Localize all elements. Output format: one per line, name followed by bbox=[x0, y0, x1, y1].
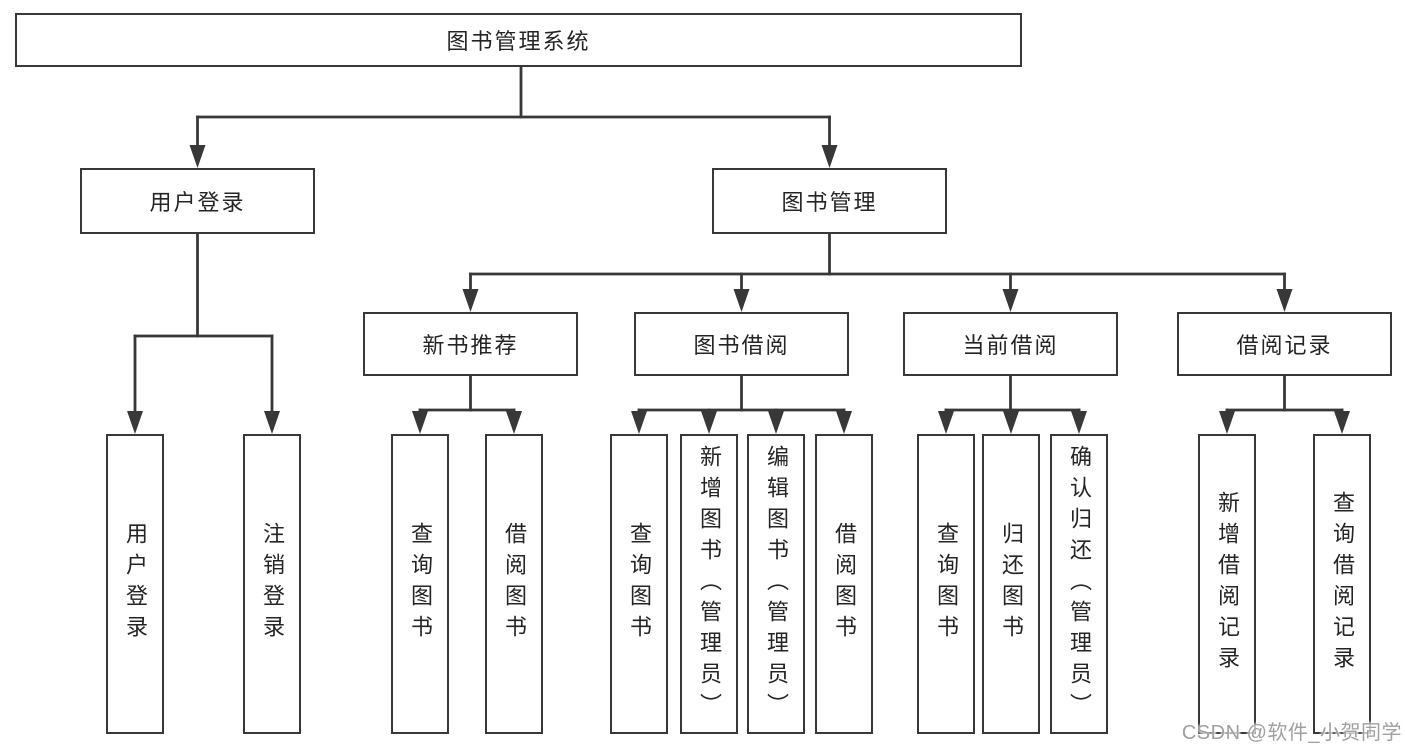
node-leaf-edit-book-admin: 编辑图书（管理员） bbox=[747, 434, 805, 734]
node-leaf-user-login-label: 用户登录 bbox=[123, 522, 148, 646]
node-leaf-return-books-label: 归还图书 bbox=[999, 522, 1024, 646]
node-leaf-logout-label: 注销登录 bbox=[260, 522, 285, 646]
node-leaf-query-books-current: 查询图书 bbox=[917, 434, 975, 734]
node-leaf-borrow-books-borrow-label: 借阅图书 bbox=[832, 522, 857, 646]
node-leaf-query-borrow-record-label: 查询借阅记录 bbox=[1330, 491, 1355, 677]
node-root-label: 图书管理系统 bbox=[446, 29, 591, 54]
node-leaf-query-books-borrow-label: 查询图书 bbox=[627, 522, 652, 646]
node-leaf-logout: 注销登录 bbox=[243, 434, 301, 734]
node-leaf-user-login: 用户登录 bbox=[106, 434, 164, 734]
watermark: CSDN @软件_小贺同学 bbox=[1181, 722, 1402, 744]
node-leaf-confirm-return-admin-label: 确认归还（管理员） bbox=[1067, 444, 1092, 724]
node-leaf-add-borrow-record-label: 新增借阅记录 bbox=[1215, 491, 1240, 677]
node-borrowing-records-label: 借阅记录 bbox=[1236, 333, 1333, 358]
node-root: 图书管理系统 bbox=[15, 13, 1022, 67]
node-leaf-query-books-current-label: 查询图书 bbox=[934, 522, 959, 646]
node-current-borrowing-label: 当前借阅 bbox=[962, 333, 1059, 358]
node-leaf-query-books-borrow: 查询图书 bbox=[610, 434, 668, 734]
node-borrowing-records: 借阅记录 bbox=[1177, 312, 1392, 376]
node-user-login-label: 用户登录 bbox=[149, 190, 246, 215]
node-book-borrowing: 图书借阅 bbox=[634, 312, 849, 376]
node-user-login: 用户登录 bbox=[80, 168, 315, 234]
node-leaf-borrow-books-borrow: 借阅图书 bbox=[815, 434, 873, 734]
node-leaf-add-book-admin: 新增图书（管理员） bbox=[680, 434, 738, 734]
node-leaf-add-borrow-record: 新增借阅记录 bbox=[1198, 434, 1256, 734]
node-leaf-borrow-books-recommend: 借阅图书 bbox=[485, 434, 543, 734]
node-current-borrowing: 当前借阅 bbox=[903, 312, 1118, 376]
node-leaf-add-book-admin-label: 新增图书（管理员） bbox=[697, 444, 722, 724]
node-leaf-edit-book-admin-label: 编辑图书（管理员） bbox=[764, 444, 789, 724]
node-book-borrowing-label: 图书借阅 bbox=[693, 333, 790, 358]
node-new-book-recommend-label: 新书推荐 bbox=[422, 333, 519, 358]
node-leaf-query-books-recommend-label: 查询图书 bbox=[408, 522, 433, 646]
node-book-management-label: 图书管理 bbox=[781, 190, 878, 215]
node-leaf-confirm-return-admin: 确认归还（管理员） bbox=[1050, 434, 1108, 734]
node-leaf-query-borrow-record: 查询借阅记录 bbox=[1313, 434, 1371, 734]
node-leaf-query-books-recommend: 查询图书 bbox=[391, 434, 449, 734]
node-book-management: 图书管理 bbox=[712, 168, 947, 234]
node-leaf-return-books: 归还图书 bbox=[982, 434, 1040, 734]
node-leaf-borrow-books-recommend-label: 借阅图书 bbox=[502, 522, 527, 646]
node-new-book-recommend: 新书推荐 bbox=[363, 312, 578, 376]
